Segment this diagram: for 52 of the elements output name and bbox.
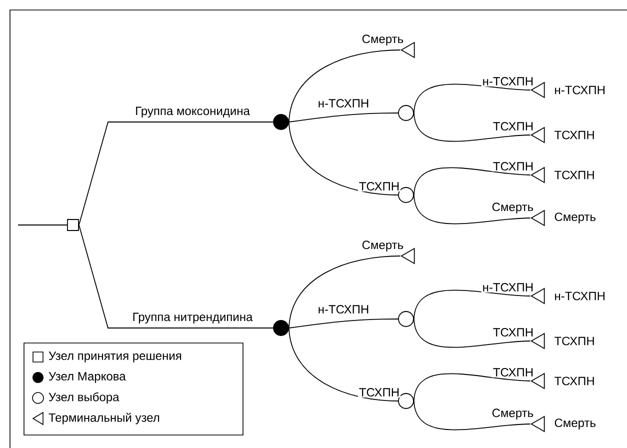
markov-node xyxy=(273,320,289,336)
branch-line xyxy=(288,50,401,122)
edge-label: ТСХПН xyxy=(358,387,401,398)
edge-label: Группа моксонидина xyxy=(134,106,251,119)
legend-text: Узел принятия решения xyxy=(48,352,182,362)
branch-line xyxy=(288,318,398,328)
markov-node xyxy=(273,114,289,130)
branch-line xyxy=(414,112,531,142)
edge-label: Группа нитрендипина xyxy=(131,312,254,325)
branch-line xyxy=(288,256,401,328)
edge-label: Смерть xyxy=(360,34,405,47)
branch-line xyxy=(288,112,398,122)
branch-line xyxy=(78,224,274,328)
branch-line xyxy=(288,328,398,402)
edge-label: ТСХПН xyxy=(358,181,401,192)
edge-label: н-ТСХПН xyxy=(316,304,370,315)
legend-text: Узел Маркова xyxy=(48,372,126,383)
edge-label: ТСХПН xyxy=(492,161,535,172)
terminal-label: ТСХПН xyxy=(554,376,594,386)
branch-line xyxy=(414,400,531,430)
edge-label: ТСХПН xyxy=(492,121,535,132)
terminal-label: н-ТСХПН xyxy=(555,292,604,300)
chance-node xyxy=(398,393,414,409)
decision-square xyxy=(67,219,79,231)
chance-node xyxy=(398,311,414,327)
legend-text: Узел выбора xyxy=(48,392,120,404)
terminal-label: Смерть xyxy=(554,212,596,224)
branch-line xyxy=(288,122,398,196)
branch-line xyxy=(414,290,531,320)
edge-label: Смерть xyxy=(490,408,535,421)
branch-line xyxy=(18,224,68,226)
branch-line xyxy=(414,318,531,348)
edge-label: н-ТСХПН xyxy=(481,282,535,293)
chance-node xyxy=(398,187,414,203)
edge-label: Смерть xyxy=(360,240,405,253)
branch-line xyxy=(414,194,531,224)
branch-line xyxy=(414,84,531,114)
edge-label: н-ТСХПН xyxy=(316,98,370,109)
terminal-label: ТСХПН xyxy=(554,336,594,346)
branch-line xyxy=(414,167,531,196)
terminal-label: ТСХПН xyxy=(554,170,594,180)
terminal-label: н-ТСХПН xyxy=(555,86,604,94)
terminal-label: Смерть xyxy=(554,418,596,430)
branch-line xyxy=(78,122,274,226)
chance-node xyxy=(398,105,414,121)
edge-label: ТСХПН xyxy=(492,327,535,338)
terminal-label: ТСХПН xyxy=(554,130,594,140)
branch-line xyxy=(414,373,531,402)
edge-label: ТСХПН xyxy=(492,367,535,378)
edge-label: н-ТСХПН xyxy=(481,76,535,87)
edge-label: Смерть xyxy=(490,202,535,215)
legend-text: Терминальный узел xyxy=(48,412,160,424)
